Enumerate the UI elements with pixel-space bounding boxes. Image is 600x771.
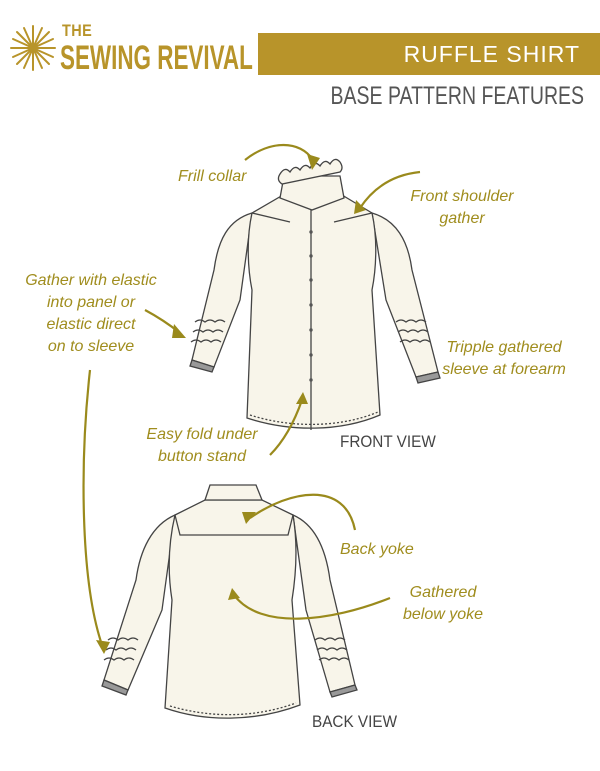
label-line: Easy fold under [146,426,258,443]
label-line: into panel or [46,294,136,311]
label-line: button stand [157,448,247,465]
label-line: elastic direct [46,316,136,333]
page-title: RUFFLE SHIRT [403,41,580,67]
label-line: Gathered [409,584,477,601]
label-front-shoulder: Front shoulder gather [402,186,522,230]
brand-line1: THE [62,21,93,40]
label-back-yoke: Back yoke [340,541,414,558]
title-banner: RUFFLE SHIRT [258,33,600,75]
brand-name: SEWING REVIVAL [60,39,253,77]
label-line: Gather with elastic [25,272,157,289]
back-view-label: BACK VIEW [312,712,398,731]
label-line: sleeve at forearm [442,361,566,378]
label-frill-collar: Frill collar [178,168,247,185]
front-shirt-drawing [189,158,441,430]
logo-sunburst-icon [10,25,56,71]
label-line: on to sleeve [47,338,135,355]
front-buttons [309,230,313,382]
front-view-label: FRONT VIEW [340,432,436,451]
label-easy-fold: Easy fold under button stand [140,424,264,468]
label-tripple-gathered: Tripple gathered sleeve at forearm [436,337,572,381]
arrowhead-icons [96,154,366,654]
label-gather-elastic: Gather with elastic into panel or elasti… [20,270,162,358]
back-shirt-drawing [101,484,358,719]
label-line: Front shoulder [410,188,514,205]
page-subtitle: BASE PATTERN FEATURES [330,82,584,110]
label-gathered-below: Gathered below yoke [396,582,490,626]
label-line: Tripple gathered [446,339,562,356]
label-line: below yoke [402,606,484,623]
label-line: gather [439,210,485,227]
